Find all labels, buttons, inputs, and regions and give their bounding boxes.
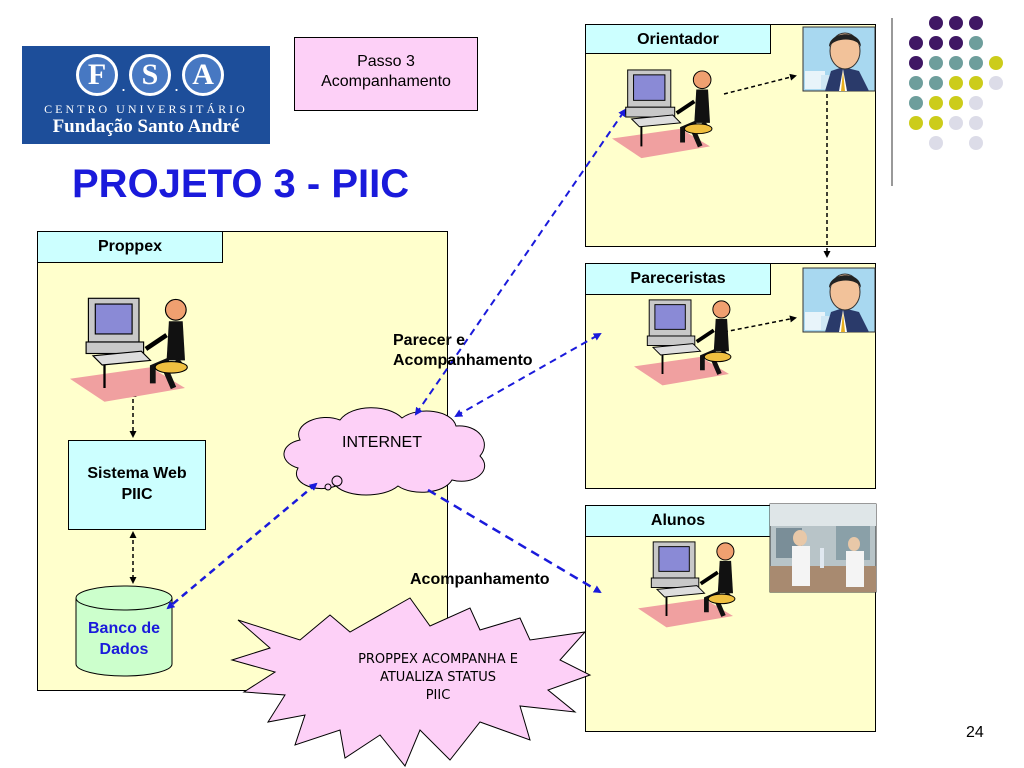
decorative-dot	[949, 36, 963, 50]
logo-letter-s: S	[129, 54, 172, 96]
arrow-internet-database	[166, 482, 318, 610]
decorative-dot	[909, 116, 923, 130]
decorative-dot	[929, 36, 943, 50]
decorative-dot	[989, 56, 1003, 70]
laboratory-photo	[769, 503, 877, 593]
system-web-line2: PIIC	[121, 486, 153, 503]
parecer-label: Parecer e Acompanhamento	[393, 331, 533, 371]
decorative-dot	[949, 56, 963, 70]
step-box: Passo 3 Acompanhamento	[294, 37, 478, 111]
decorative-dot-grid	[909, 16, 1003, 150]
orientador-computer-user-icon	[612, 69, 713, 159]
panel-proppex-tab: Proppex	[37, 231, 223, 263]
panel-alunos-tab: Alunos	[585, 505, 771, 537]
database-label: Banco de Dados	[76, 618, 172, 660]
arrow-internet-orientador	[414, 108, 627, 416]
decorative-dot	[949, 96, 963, 110]
decorative-dot	[929, 136, 943, 150]
step-box-line2: Acompanhamento	[321, 73, 451, 90]
system-web-line1: Sistema Web	[87, 465, 187, 482]
step-box-line1: Passo 3	[357, 53, 415, 70]
decorative-dot	[989, 76, 1003, 90]
arrow-internet-alunos	[427, 488, 602, 594]
decorative-dot	[949, 116, 963, 130]
divider-line	[891, 18, 893, 186]
page-number: 24	[966, 724, 984, 741]
panel-orientador-tab: Orientador	[585, 24, 771, 54]
decorative-dot	[929, 96, 943, 110]
parecer-label-line2: Acompanhamento	[393, 352, 533, 369]
decorative-dot	[969, 16, 983, 30]
burst-label-line3: PIIC	[425, 688, 451, 703]
decorative-dot	[969, 76, 983, 90]
database-cylinder	[75, 585, 173, 677]
orientador-person-icon	[802, 26, 876, 92]
fsa-logo: F . S . A CENTRO UNIVERSITÁRIO Fundação …	[22, 46, 270, 144]
internet-cloud	[283, 407, 486, 496]
page-title: PROJETO 3 - PIIC	[72, 162, 410, 206]
pareceristas-computer-user-icon	[634, 299, 732, 386]
burst-label-line1: PROPPEX ACOMPANHA E	[358, 652, 518, 667]
decorative-dot	[969, 36, 983, 50]
decorative-dot	[969, 96, 983, 110]
arrow-pareceristas-person	[723, 315, 797, 333]
alunos-computer-user-icon	[638, 541, 736, 628]
decorative-dot	[909, 76, 923, 90]
logo-name: Fundação Santo André	[52, 116, 240, 137]
burst-label-line2: ATUALIZA STATUS	[379, 670, 497, 685]
decorative-dot	[949, 76, 963, 90]
database-label-line2: Dados	[99, 641, 149, 658]
logo-letter-a: A	[182, 54, 225, 96]
decorative-dot	[969, 136, 983, 150]
burst-label: PROPPEX ACOMPANHA E ATUALIZA STATUS PIIC	[318, 651, 558, 705]
decorative-dot	[949, 16, 963, 30]
decorative-dot	[929, 76, 943, 90]
logo-letter-f: F	[76, 54, 118, 96]
decorative-dot	[929, 56, 943, 70]
computer-user-icon	[70, 297, 188, 402]
decorative-dot	[929, 116, 943, 130]
status-burst	[230, 597, 592, 767]
pareceristas-person-icon	[802, 267, 876, 333]
arrow-internet-pareceristas	[454, 333, 602, 417]
internet-label: INTERNET	[342, 434, 422, 451]
logo-subtitle: CENTRO UNIVERSITÁRIO	[44, 102, 248, 116]
decorative-dot	[909, 56, 923, 70]
acompanhamento-label: Acompanhamento	[410, 571, 550, 588]
decorative-dot	[909, 36, 923, 50]
decorative-dot	[969, 116, 983, 130]
database-label-line1: Banco de	[87, 620, 160, 637]
arrow-orientador-person	[723, 73, 797, 95]
parecer-label-line1: Parecer e	[393, 332, 466, 349]
decorative-dot	[929, 16, 943, 30]
decorative-dot	[969, 56, 983, 70]
decorative-dot	[909, 96, 923, 110]
